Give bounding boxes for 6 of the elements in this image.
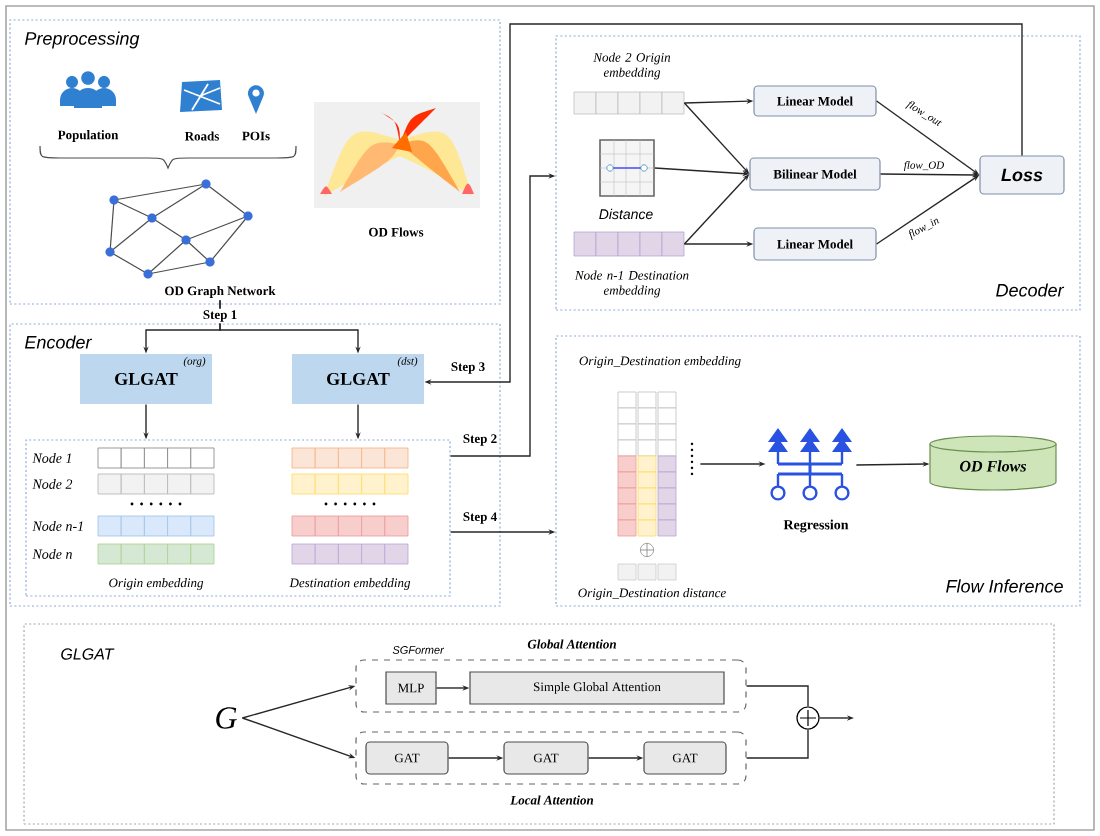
database-cylinder: OD Flows: [929, 435, 1057, 491]
plus-symbol: [796, 706, 820, 730]
connector-line: [745, 728, 809, 759]
graph-symbol: G: [216, 707, 237, 729]
model-box: Loss: [979, 155, 1065, 195]
connector-line: [745, 685, 809, 708]
